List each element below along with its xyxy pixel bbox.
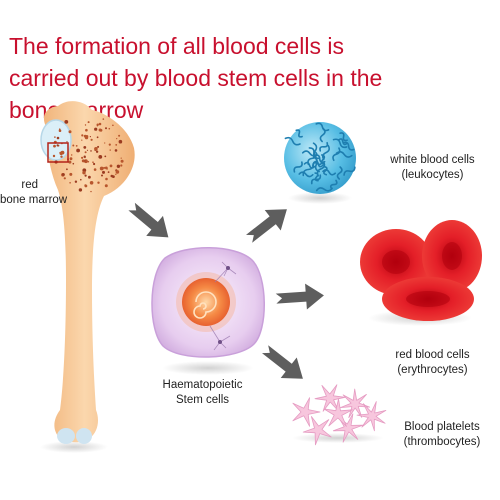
label-white-blood-cells: white blood cells (leukocytes) (390, 154, 475, 181)
process-arrow-icon (262, 345, 303, 379)
process-arrow-icon (128, 202, 169, 238)
label-red-bone-marrow-2: bone marrow (0, 194, 68, 206)
process-arrow-icon (246, 209, 287, 243)
stem-cell-icon (151, 247, 265, 375)
process-arrow-icon (275, 283, 324, 310)
white-blood-cell-icon (284, 122, 356, 204)
label-platelets: Blood platelets (thrombocytes) (403, 421, 481, 448)
bone-marrow-dots (52, 118, 124, 193)
title-line-2: carried out by blood stem cells in the (9, 65, 383, 91)
label-red-blood-cells: red blood cells (erythrocytes) (395, 349, 470, 376)
platelets-icon (292, 384, 387, 446)
femur-bone-icon (40, 101, 135, 453)
title-line-1: The formation of all blood cells is (9, 33, 344, 59)
label-red-bone-marrow: red (21, 179, 38, 191)
red-blood-cells-icon (360, 220, 482, 326)
label-stem-cells: Haematopoietic Stem cells (162, 379, 243, 406)
diagram-title: The formation of all blood cells is carr… (9, 30, 449, 126)
